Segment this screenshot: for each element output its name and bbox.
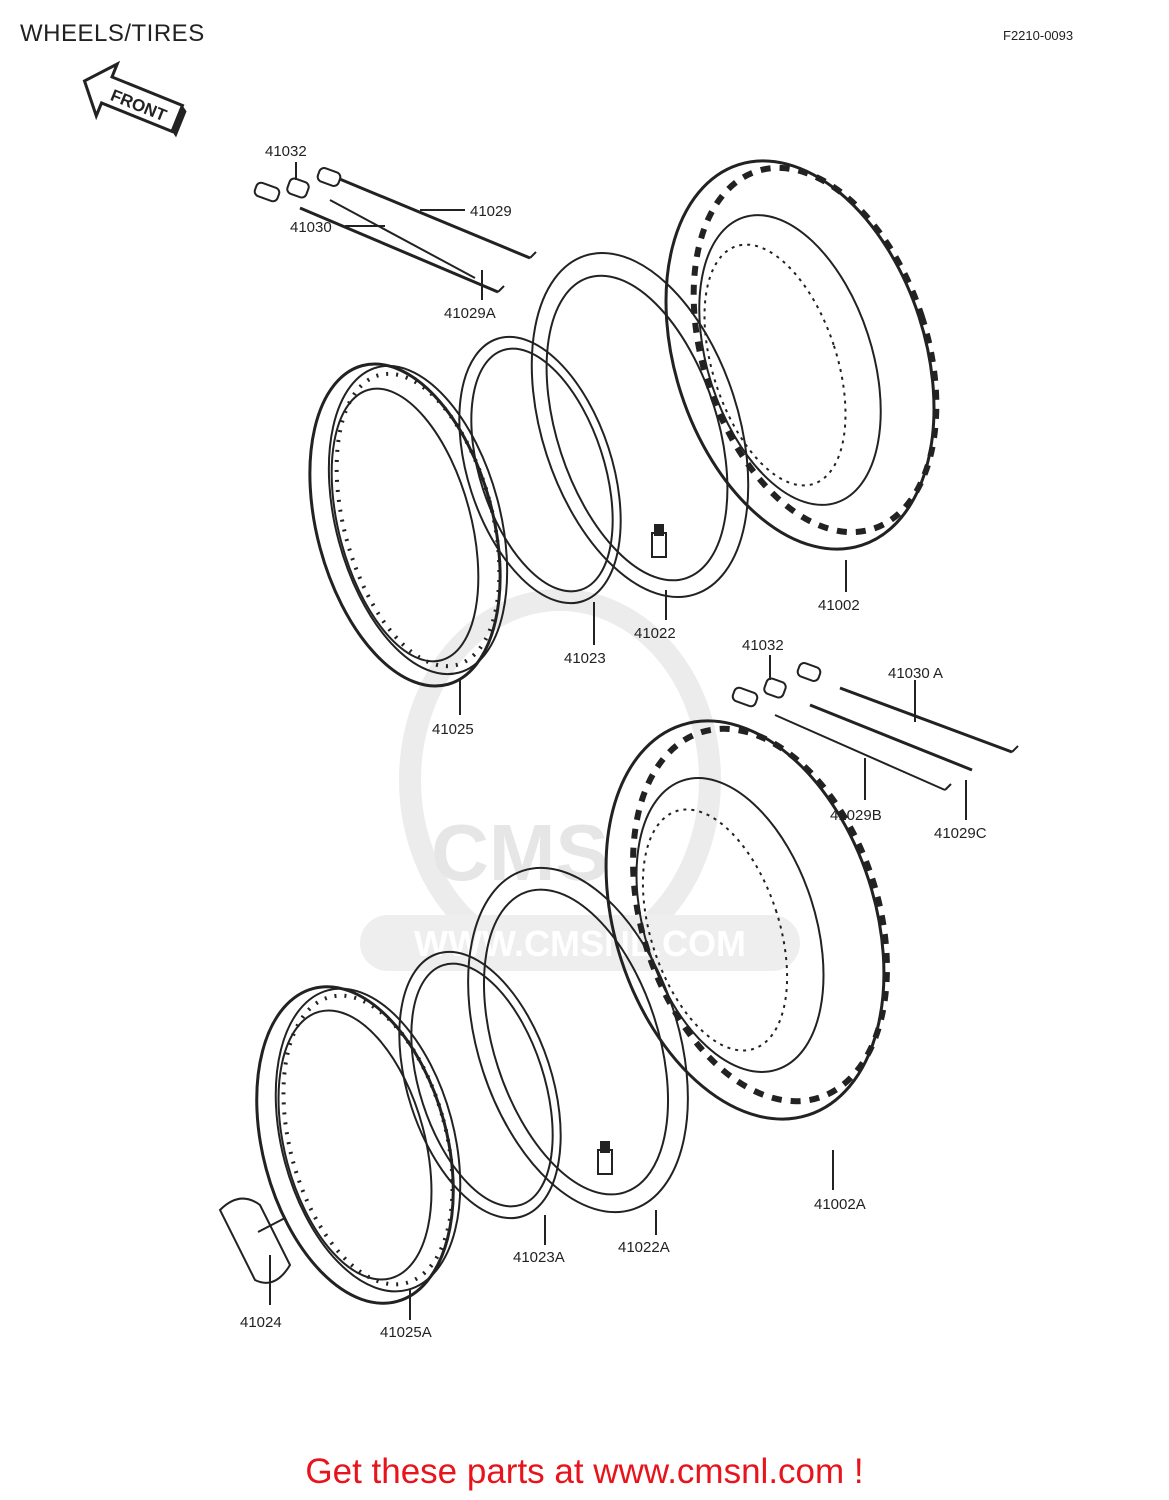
part-label-41030a: 41030 A — [888, 665, 943, 682]
watermark-brand: CMS — [431, 808, 609, 897]
figure-code: F2210-0093 — [1003, 28, 1074, 43]
spokes-front — [774, 686, 1019, 791]
part-label-41032-front: 41032 — [742, 637, 784, 654]
part-label-41029c: 41029C — [934, 825, 987, 842]
part-label-41025a: 41025A — [380, 1324, 432, 1341]
rim-band-rear — [458, 335, 622, 605]
spokes-rear — [299, 173, 537, 294]
part-label-41022a: 41022A — [618, 1239, 670, 1256]
part-label-41024: 41024 — [240, 1314, 282, 1331]
watermark-url: WWW.CMSNL.COM — [414, 923, 746, 964]
tire-front — [604, 719, 890, 1121]
part-label-41029a: 41029A — [444, 305, 496, 322]
spoke-nipples-front — [731, 662, 822, 708]
part-label-41022: 41022 — [634, 625, 676, 642]
part-label-41030: 41030 — [290, 219, 332, 236]
rim-band-front — [398, 950, 562, 1220]
tire-rear — [664, 159, 940, 551]
part-label-41029b: 41029B — [830, 807, 882, 824]
rim-lock-front — [218, 1197, 292, 1305]
spoke-nipples-rear — [253, 167, 342, 203]
tube-rear — [530, 252, 750, 598]
part-label-41025: 41025 — [432, 721, 474, 738]
tube-front — [467, 866, 689, 1214]
part-label-41002: 41002 — [818, 597, 860, 614]
get-parts-link[interactable]: Get these parts at www.cmsnl.com ! — [305, 1452, 864, 1491]
front-arrow-icon: FRONT — [82, 60, 187, 138]
part-label-41002a: 41002A — [814, 1196, 866, 1213]
part-label-41023: 41023 — [564, 650, 606, 667]
rim-rear — [308, 362, 509, 688]
part-label-41023a: 41023A — [513, 1249, 565, 1266]
rim-front — [255, 985, 462, 1305]
part-label-41032-rear: 41032 — [265, 143, 307, 160]
page-title: WHEELS/TIRES — [20, 20, 205, 47]
part-label-41029: 41029 — [470, 203, 512, 220]
